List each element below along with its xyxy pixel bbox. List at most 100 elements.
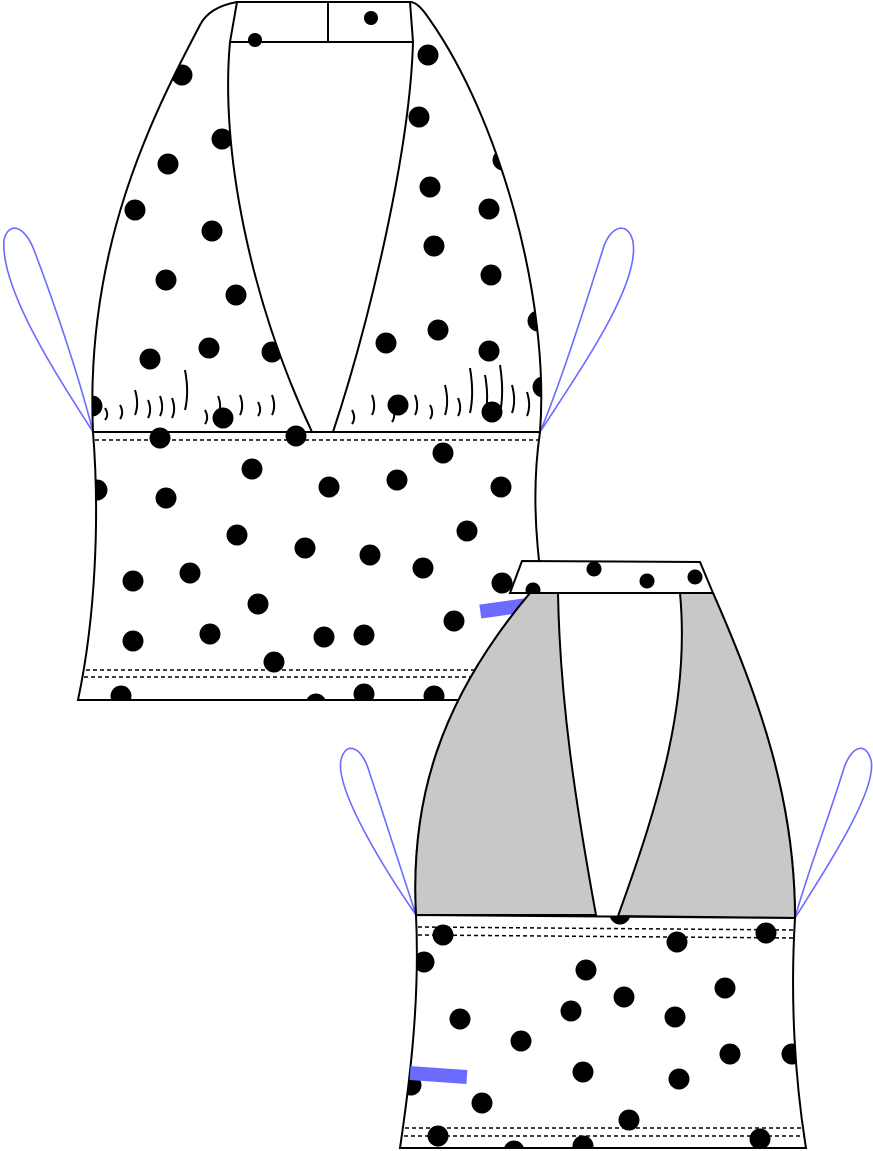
polka-dot xyxy=(423,235,445,257)
back-left-tie xyxy=(339,747,417,916)
gather-line xyxy=(257,401,262,417)
polka-dot xyxy=(492,149,514,171)
back-band xyxy=(398,913,808,1149)
front-gathers xyxy=(104,364,531,425)
gather-line xyxy=(171,397,176,419)
polka-dot xyxy=(613,986,635,1008)
polka-dot xyxy=(263,651,285,673)
gather-line xyxy=(159,395,164,417)
polka-dot xyxy=(525,582,541,593)
polka-dot xyxy=(572,1061,594,1083)
gather-line xyxy=(391,407,396,423)
gather-line xyxy=(414,394,419,416)
polka-dot xyxy=(305,693,327,700)
polka-dot xyxy=(575,959,597,981)
polka-dot xyxy=(375,332,397,354)
polka-dot xyxy=(285,425,307,447)
polka-dot xyxy=(241,458,263,480)
polka-dot xyxy=(124,199,146,221)
polka-dot xyxy=(639,573,655,589)
polka-dot xyxy=(198,337,220,359)
polka-dot xyxy=(294,537,316,559)
gather-line xyxy=(217,395,222,415)
polka-dot xyxy=(449,1008,471,1030)
polka-dot xyxy=(456,520,478,542)
polka-dot xyxy=(408,106,430,128)
polka-dot xyxy=(86,479,108,501)
polka-dot xyxy=(353,624,375,646)
polka-dot xyxy=(668,1068,690,1090)
polka-dot xyxy=(664,1006,686,1028)
back-neck-band xyxy=(508,559,715,594)
gather-line xyxy=(457,397,462,417)
polka-dot xyxy=(490,476,512,498)
gather-line xyxy=(484,374,489,416)
polka-dot xyxy=(211,128,233,150)
polka-dot xyxy=(171,64,193,86)
gather-line xyxy=(134,389,139,416)
polka-dot xyxy=(480,264,502,286)
gather-line xyxy=(444,384,449,416)
polka-dot xyxy=(201,220,223,242)
gather-line xyxy=(204,409,209,425)
polka-dot xyxy=(503,1140,525,1148)
polka-dot xyxy=(149,427,171,449)
polka-dot xyxy=(179,562,201,584)
polka-dot xyxy=(749,1128,771,1148)
polka-dot xyxy=(609,915,631,925)
polka-dot xyxy=(413,951,435,973)
polka-dot xyxy=(471,1092,493,1114)
polka-dot xyxy=(313,626,335,648)
polka-dot xyxy=(423,685,445,700)
polka-dot xyxy=(353,683,375,700)
polka-dot xyxy=(510,1030,532,1052)
front-neck-band xyxy=(228,1,415,43)
gather-line xyxy=(351,409,356,425)
polka-dot xyxy=(155,487,177,509)
polka-dot xyxy=(212,407,234,429)
gather-line xyxy=(499,364,504,414)
polka-dot xyxy=(225,284,247,306)
polka-dot xyxy=(491,572,513,594)
front-right-tie xyxy=(539,227,635,433)
polka-dot xyxy=(247,593,269,615)
polka-dot xyxy=(719,1043,741,1065)
polka-dot xyxy=(386,469,408,491)
polka-dot xyxy=(478,340,500,362)
polka-dot xyxy=(419,176,441,198)
polka-dot xyxy=(155,269,177,291)
polka-dot xyxy=(478,198,500,220)
front-view xyxy=(3,0,635,701)
polka-dot xyxy=(586,561,602,577)
polka-dot xyxy=(87,247,109,269)
back-tab xyxy=(409,1066,468,1085)
polka-dot xyxy=(618,1109,640,1131)
polka-dot xyxy=(781,1043,803,1065)
polka-dot xyxy=(139,348,161,370)
polka-dot xyxy=(122,570,144,592)
gather-line xyxy=(511,384,516,414)
gather-line xyxy=(104,407,109,421)
polka-dot xyxy=(666,931,688,953)
polka-dot xyxy=(359,544,381,566)
gather-line xyxy=(271,394,276,416)
gather-line xyxy=(184,369,189,411)
polka-dot xyxy=(318,476,340,498)
polka-dot xyxy=(432,442,454,464)
gather-line xyxy=(371,394,376,416)
polka-dot xyxy=(572,1135,594,1148)
polka-dot xyxy=(387,394,409,416)
gather-line xyxy=(429,404,434,420)
polka-dot xyxy=(443,610,465,632)
polka-dot xyxy=(110,685,132,700)
gather-line xyxy=(147,399,152,419)
polka-dot xyxy=(417,44,439,66)
polka-dot xyxy=(226,524,248,546)
back-right-tie xyxy=(794,747,873,919)
polka-dot xyxy=(122,630,144,652)
front-left-tie xyxy=(3,227,94,433)
polka-dot xyxy=(560,1000,582,1022)
polka-dot xyxy=(755,922,777,944)
polka-dot xyxy=(714,977,736,999)
